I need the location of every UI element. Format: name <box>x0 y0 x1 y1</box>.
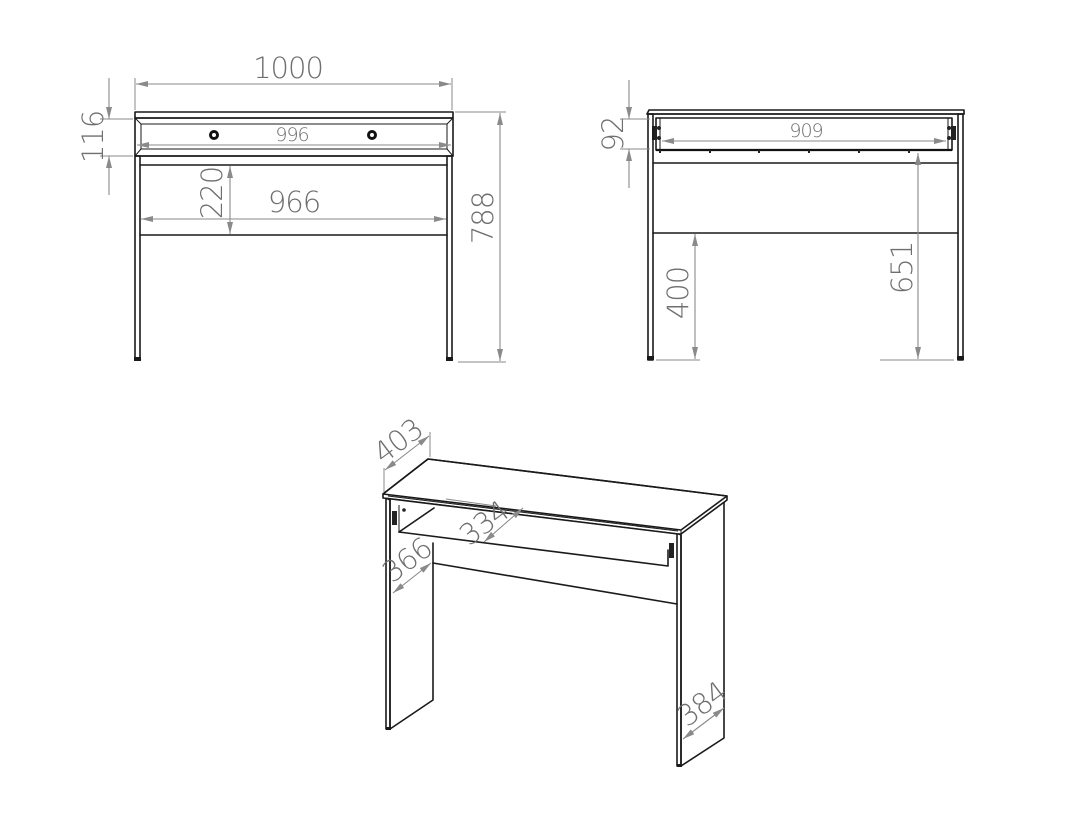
label-apron-height: 220 <box>195 167 229 219</box>
drawer-bottom-screws <box>659 150 910 153</box>
label-drawer-width: 996 <box>275 124 308 146</box>
dim-overall-height: 788 <box>455 111 506 363</box>
label-back-drawer-width: 909 <box>789 120 822 142</box>
runner-right-icon <box>947 126 956 140</box>
label-top-depth: 403 <box>367 412 429 471</box>
drawer-knob-left-icon <box>209 130 219 140</box>
dim-drawer-height: 92 <box>596 80 650 188</box>
label-drawer-front-height: 116 <box>76 111 110 163</box>
runner-left-icon <box>652 126 661 140</box>
front-view: 1000 996 116 220 966 <box>76 51 506 363</box>
back-view: 92 909 400 651 <box>596 80 965 361</box>
iso-desk-body <box>382 458 728 767</box>
label-inner-width: 966 <box>268 185 320 219</box>
label-overall-width: 1000 <box>253 51 323 85</box>
dim-drawer-bottom-height: 651 <box>880 153 954 361</box>
iso-runner-left-icon <box>392 508 406 525</box>
label-overall-height: 788 <box>466 192 500 244</box>
back-desk-body <box>646 109 965 361</box>
label-side-depth-upper: 366 <box>376 531 438 590</box>
isometric-view: 403 334 366 384 <box>367 412 733 767</box>
dim-back-panel-clearance: 400 <box>656 234 700 361</box>
drawer-knob-right-icon <box>367 130 377 140</box>
dim-side-depth-upper: 366 <box>376 531 438 594</box>
label-drawer-height: 92 <box>596 117 630 152</box>
dim-inner-width: 966 <box>141 185 446 222</box>
dim-drawer-width: 996 <box>137 124 451 148</box>
dim-drawer-front-height: 116 <box>76 78 133 195</box>
label-back-panel-clearance: 400 <box>661 267 695 319</box>
front-desk-body <box>134 111 454 361</box>
iso-runner-right-icon <box>669 543 674 558</box>
label-drawer-bottom-height: 651 <box>885 242 919 294</box>
dim-apron-height: 220 <box>195 166 233 234</box>
dim-back-drawer-width: 909 <box>662 120 946 144</box>
dim-overall-width: 1000 <box>134 51 453 110</box>
